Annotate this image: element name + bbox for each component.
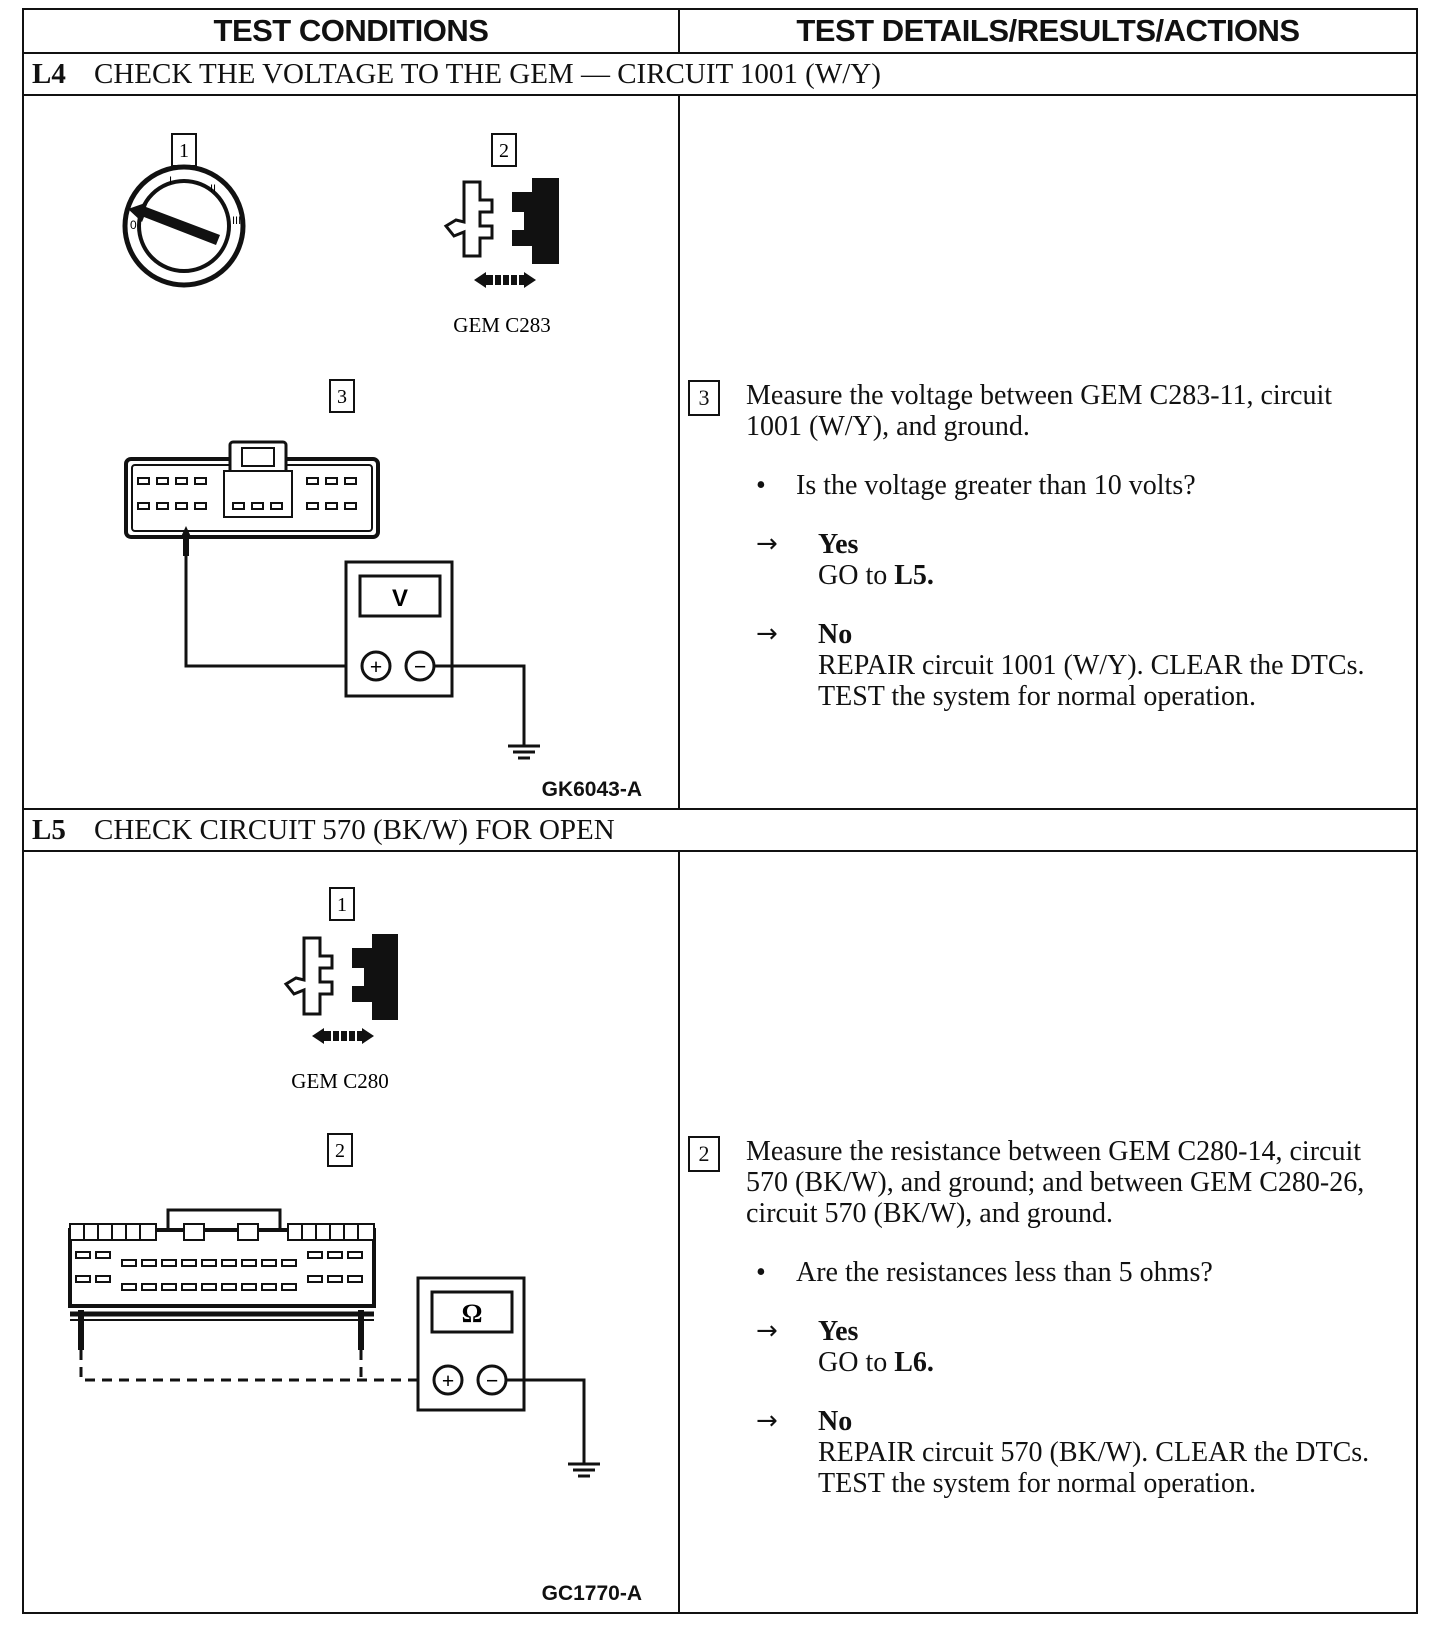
ground-icon	[508, 744, 540, 760]
arrow-icon: →	[756, 619, 778, 649]
arrow-icon: →	[756, 1316, 778, 1346]
action-block-l4: 3 Measure the voltage between GEM C283-11…	[688, 380, 1396, 712]
ignition-switch-icon: 0 I II III	[122, 164, 246, 288]
answer-label: Yes	[818, 1316, 859, 1347]
svg-text:0: 0	[130, 218, 137, 232]
question: • Is the voltage greater than 10 volts?	[756, 470, 1396, 501]
connector-label: GEM C280	[291, 1069, 388, 1093]
answer-action: REPAIR circuit 1001 (W/Y). CLEAR the DTC…	[818, 650, 1365, 712]
figure-id: GK6043-A	[541, 778, 642, 801]
step-title-text: CHECK THE VOLTAGE TO THE GEM — CIRCUIT 1…	[94, 58, 881, 90]
goto-target: L6.	[894, 1347, 934, 1378]
positive-terminal	[432, 1364, 464, 1396]
arrow-icon: →	[756, 529, 778, 559]
action-block-l5: 2 Measure the resistance between GEM C280…	[688, 1136, 1396, 1499]
step-code: L4	[32, 58, 66, 90]
details-cell-l5: 2 Measure the resistance between GEM C280…	[678, 850, 1418, 1614]
question-text: Is the voltage greater than 10 volts?	[796, 470, 1196, 501]
minus-sign: −	[486, 1368, 499, 1393]
step-body-row-l4: 1 0 I II III 2	[22, 94, 1418, 810]
test-table: TEST CONDITIONS TEST DETAILS/RESULTS/ACT…	[22, 8, 1418, 1614]
header-row: TEST CONDITIONS TEST DETAILS/RESULTS/ACT…	[22, 8, 1418, 54]
callout-box	[329, 379, 355, 413]
answer-label: No	[818, 619, 853, 650]
l4-diagram: 1 0 I II III 2	[122, 133, 559, 760]
voltmeter: V + −	[344, 560, 454, 698]
connector-disconnect-icon	[283, 934, 398, 1044]
step-body-row-l5: 1 GEM C280 2	[22, 850, 1418, 1614]
answer-action: GO to L5.	[818, 560, 1394, 591]
goto-prefix: GO to	[818, 560, 895, 591]
step-title-row-l5: L5 CHECK CIRCUIT 570 (BK/W) FOR OPEN	[22, 808, 1418, 852]
bullet: •	[756, 470, 766, 501]
step-title-text: CHECK CIRCUIT 570 (BK/W) FOR OPEN	[94, 814, 615, 846]
bullet: •	[756, 1257, 766, 1288]
answer-action: REPAIR circuit 570 (BK/W). CLEAR the DTC…	[818, 1437, 1370, 1499]
callout-number: 2	[335, 1140, 345, 1162]
figure-id: GC1770-A	[541, 1582, 642, 1605]
svg-text:I: I	[169, 175, 172, 187]
callout-box	[491, 133, 517, 167]
callout-number: 2	[499, 140, 509, 162]
step-code: L5	[32, 814, 66, 846]
svg-text:II: II	[210, 183, 216, 195]
answer-no: → No REPAIR circuit 570 (BK/W). CLEAR th…	[756, 1406, 1396, 1499]
callout-box	[329, 887, 355, 921]
instruction-text: Measure the voltage between GEM C283-11,…	[746, 380, 1333, 442]
conditions-cell-l4: 1 0 I II III 2	[22, 94, 680, 810]
goto-prefix: GO to	[818, 1347, 895, 1378]
question-text: Are the resistances less than 5 ohms?	[796, 1257, 1213, 1288]
answer-no: → No REPAIR circuit 1001 (W/Y). CLEAR th…	[756, 619, 1396, 712]
step-title-l4: L4 CHECK THE VOLTAGE TO THE GEM — CIRCUIT…	[22, 52, 1418, 96]
answer-yes: → Yes GO to L5.	[756, 529, 1396, 591]
connector-label: GEM C283	[453, 313, 550, 337]
minus-sign: −	[414, 654, 427, 679]
conditions-cell-l5: 1 GEM C280 2	[22, 850, 680, 1614]
step-title-l5: L5 CHECK CIRCUIT 570 (BK/W) FOR OPEN	[22, 808, 1418, 852]
ground-icon	[568, 1462, 600, 1478]
meter-symbol: Ω	[462, 1299, 483, 1328]
answer-action: GO to L6.	[818, 1347, 1394, 1378]
answer-label: No	[818, 1406, 853, 1437]
callout-number: 1	[179, 140, 189, 162]
arrow-icon: →	[756, 1406, 778, 1436]
plus-sign: +	[370, 654, 383, 679]
step-title-row-l4: L4 CHECK THE VOLTAGE TO THE GEM — CIRCUIT…	[22, 52, 1418, 96]
callout-box	[327, 1133, 353, 1167]
step-number-box: 2	[688, 1136, 720, 1172]
ohmmeter: Ω + −	[416, 1276, 526, 1412]
connector-disconnect-icon	[443, 178, 559, 288]
answer-yes: → Yes GO to L6.	[756, 1316, 1396, 1378]
header-test-conditions: TEST CONDITIONS	[22, 8, 680, 54]
goto-target: L5.	[894, 560, 934, 591]
connector-face-c283	[124, 440, 380, 539]
question: • Are the resistances less than 5 ohms?	[756, 1257, 1396, 1288]
diagnostic-sheet: TEST CONDITIONS TEST DETAILS/RESULTS/ACT…	[22, 8, 1418, 1626]
meter-symbol: V	[392, 585, 408, 612]
callout-number: 1	[337, 894, 347, 916]
positive-terminal	[360, 650, 392, 682]
answer-label: Yes	[818, 529, 859, 560]
header-test-details: TEST DETAILS/RESULTS/ACTIONS	[678, 8, 1418, 54]
instruction-text: Measure the resistance between GEM C280-…	[746, 1136, 1365, 1229]
l5-diagram: 1 GEM C280 2	[68, 887, 600, 1478]
step-number-box: 3	[688, 380, 720, 416]
connector-face-c280	[68, 1208, 376, 1321]
svg-text:III: III	[232, 215, 241, 227]
plus-sign: +	[442, 1368, 455, 1393]
callout-number: 3	[337, 386, 347, 408]
details-cell-l4: 3 Measure the voltage between GEM C283-11…	[678, 94, 1418, 810]
